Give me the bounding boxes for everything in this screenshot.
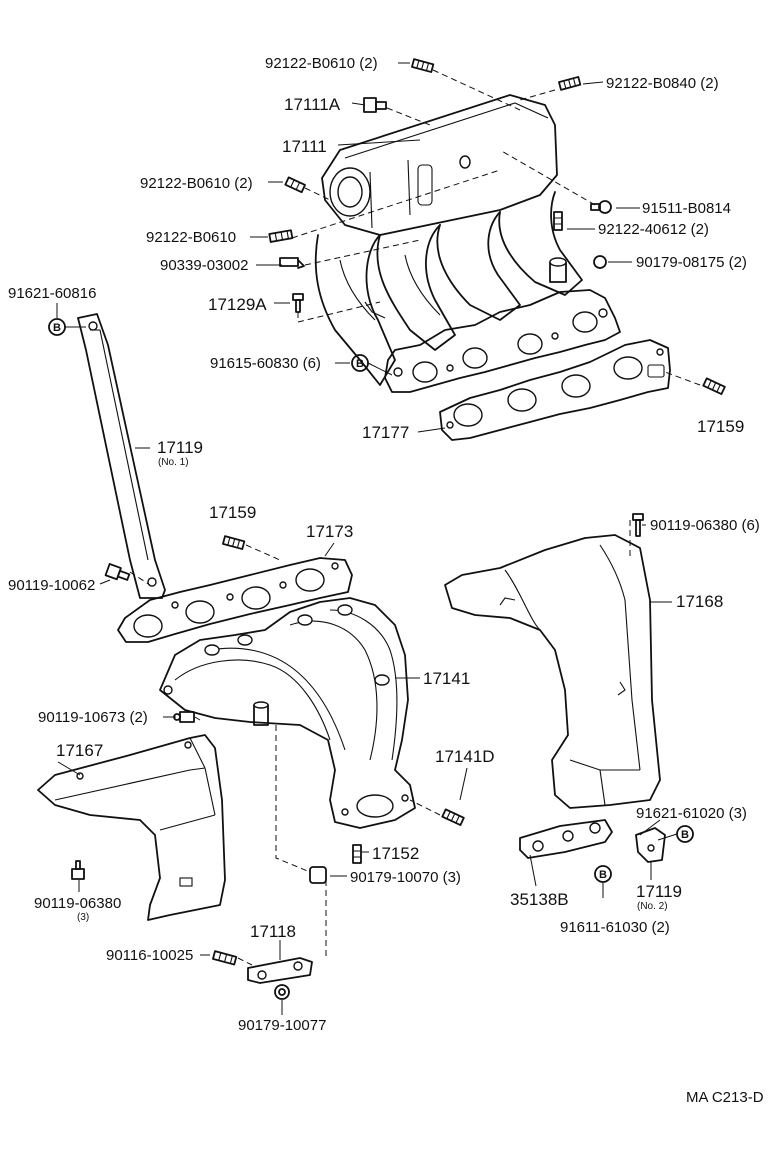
label-91511-b0814: 91511-B0814 — [642, 200, 731, 217]
label-17111a: 17111A — [284, 95, 341, 114]
label-90179-10070: 90179-10070 (3) — [350, 869, 461, 886]
label-17119-no1: 17119 — [157, 438, 203, 457]
label-90119-06380-6: 90119-06380 (6) — [650, 517, 760, 534]
heat-insulator-lower — [37, 734, 226, 921]
svg-text:B: B — [356, 358, 364, 370]
label-91621-60816: 91621-60816 — [8, 285, 96, 302]
svg-text:B: B — [681, 829, 689, 841]
label-92122-40612: 92122-40612 (2) — [598, 221, 709, 238]
label-90179-08175: 90179-08175 (2) — [636, 254, 747, 271]
svg-text:B: B — [53, 322, 61, 334]
label-17119-no2: 17119 — [636, 882, 682, 901]
label-90116-10025: 90116-10025 — [106, 947, 193, 964]
svg-text:B: B — [599, 869, 607, 881]
label-17167: 17167 — [56, 741, 103, 760]
label-90179-10077: 90179-10077 — [238, 1017, 326, 1034]
label-90339-03002: 90339-03002 — [160, 257, 248, 274]
label-90119-10673: 90119-10673 (2) — [38, 709, 148, 726]
label-17119-no2-sub: (No. 2) — [637, 901, 668, 912]
label-17118: 17118 — [250, 922, 296, 941]
label-17111: 17111 — [282, 137, 327, 156]
label-92122-b0610-top: 92122-B0610 (2) — [265, 55, 378, 72]
label-17173: 17173 — [306, 522, 353, 541]
label-91615-60830: 91615-60830 (6) — [210, 355, 321, 372]
label-90119-10062: 90119-10062 — [8, 577, 95, 594]
label-17177: 17177 — [362, 423, 409, 442]
label-90119-06380-3: 90119-06380 — [34, 895, 121, 912]
stay-no2 — [635, 827, 666, 863]
label-92122-b0610-mid: 92122-B0610 (2) — [140, 175, 253, 192]
intake-gasket — [439, 339, 671, 441]
label-17152: 17152 — [372, 844, 419, 863]
callout-labels: 92122-B0610 (2) 92122-B0840 (2) 17111A 1… — [8, 55, 764, 1106]
diagram-code: MA C213-D — [686, 1089, 764, 1106]
label-92122-b0610-low: 92122-B0610 — [146, 229, 236, 246]
label-90119-06380-3-sub: (3) — [77, 912, 89, 923]
label-17168: 17168 — [676, 592, 723, 611]
bracket-17118 — [247, 957, 313, 984]
label-35138b: 35138B — [510, 890, 569, 909]
label-17141: 17141 — [423, 669, 470, 688]
label-17159-mid: 17159 — [209, 503, 256, 522]
exhaust-gasket — [117, 557, 353, 643]
label-17159-top: 17159 — [697, 417, 744, 436]
label-92122-b0840: 92122-B0840 (2) — [606, 75, 719, 92]
label-17119-no1-sub: (No. 1) — [158, 457, 189, 468]
label-91621-61020: 91621-61020 (3) — [636, 805, 747, 822]
leader-lines — [56, 62, 678, 1015]
exhaust-manifold — [159, 597, 416, 829]
assembly-lines — [129, 69, 701, 966]
intake-manifold — [314, 94, 621, 393]
label-91611-61030: 91611-61030 (2) — [560, 919, 670, 936]
fasteners — [71, 58, 726, 1000]
bracket-35138b — [519, 819, 613, 859]
heat-insulator-upper — [444, 534, 661, 809]
label-17129a: 17129A — [208, 295, 267, 314]
label-17141d: 17141D — [435, 747, 495, 766]
manifold-stay-no1 — [77, 313, 166, 599]
